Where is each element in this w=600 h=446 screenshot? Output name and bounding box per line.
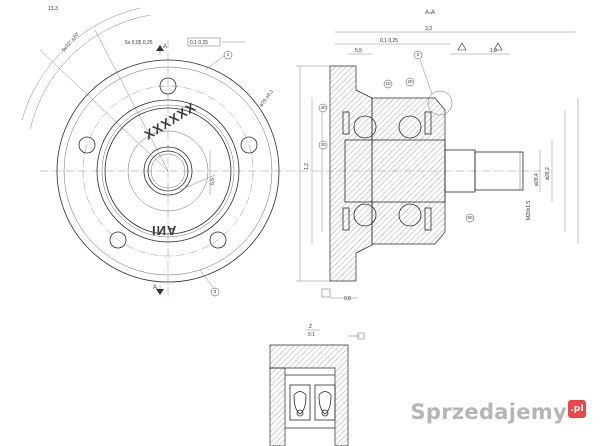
position-tolerance: 0,1 0,25 — [190, 40, 208, 46]
bore-dim: 5,5 — [210, 178, 216, 185]
bolt-angle-dim: 5x72° ±20' — [61, 31, 81, 53]
right-dim-c: M20x1,5 — [526, 201, 532, 220]
balloons: 1 2 3 10 20 30 40 50 — [210, 50, 475, 297]
top-left-dim: 13,3 — [48, 6, 58, 12]
bottom-dim: 0,8 — [344, 296, 351, 302]
section-view: A-A ø28,4 ø28,2 M20x1,5 — [296, 10, 579, 302]
svg-text:40: 40 — [320, 105, 326, 110]
detail-view: Z 5:1 — [269, 324, 365, 446]
bolt-hole — [209, 231, 227, 249]
front-view: A A XXXXXX INA 5x72° ±20' 13,3 0,1 0,25 … — [21, 6, 300, 300]
balloon: 1 — [223, 50, 233, 60]
watermark-text: Sprzedajemy — [410, 400, 567, 424]
bolt-hole — [240, 136, 258, 154]
svg-text:1: 1 — [227, 52, 230, 57]
balloon: 3 — [210, 287, 220, 297]
tri-right-dim: 1,9 — [490, 48, 497, 54]
svg-text:3: 3 — [214, 289, 217, 294]
bolt-hole — [78, 136, 96, 154]
balloon: 20 — [405, 77, 415, 87]
svg-text:50: 50 — [467, 215, 473, 220]
watermark: Sprzedajemy.pl — [410, 400, 586, 424]
flange-width-dim: 5,5 — [355, 48, 362, 54]
right-dim-a: ø28,4 — [534, 173, 540, 186]
stamp-bottom: INA — [152, 223, 177, 238]
bolt-hole — [109, 231, 127, 249]
balloon: 30 — [318, 140, 328, 150]
bore-position-dim: 0,1 0,25 — [380, 38, 398, 44]
bolt-hole — [159, 77, 177, 95]
stamp-top: XXXXXX — [142, 99, 199, 142]
balloon: 50 — [465, 213, 475, 223]
balloon: 2 — [413, 50, 423, 60]
left-depth-dim: 1,2 — [304, 163, 310, 170]
tri-left-dim: 3,3 — [425, 26, 432, 32]
detail-label: Z — [309, 324, 312, 330]
section-label: A-A — [425, 10, 435, 16]
right-dim-b: ø28,2 — [545, 167, 551, 180]
svg-text:20: 20 — [407, 79, 413, 84]
detail-scale: 5:1 — [308, 332, 315, 338]
balloon: 40 — [318, 103, 328, 113]
svg-text:10: 10 — [385, 81, 391, 86]
balloon: 10 — [383, 79, 393, 89]
top-tolerance: 5x 0,05 0,25 — [125, 40, 153, 46]
section-mark-top: A — [163, 44, 167, 50]
section-mark-bottom: A — [153, 285, 157, 291]
svg-text:30: 30 — [320, 142, 326, 147]
pcd-dim: ø75 ±0,1 — [259, 88, 275, 108]
svg-text:2: 2 — [417, 52, 420, 57]
watermark-badge: .pl — [568, 400, 586, 418]
